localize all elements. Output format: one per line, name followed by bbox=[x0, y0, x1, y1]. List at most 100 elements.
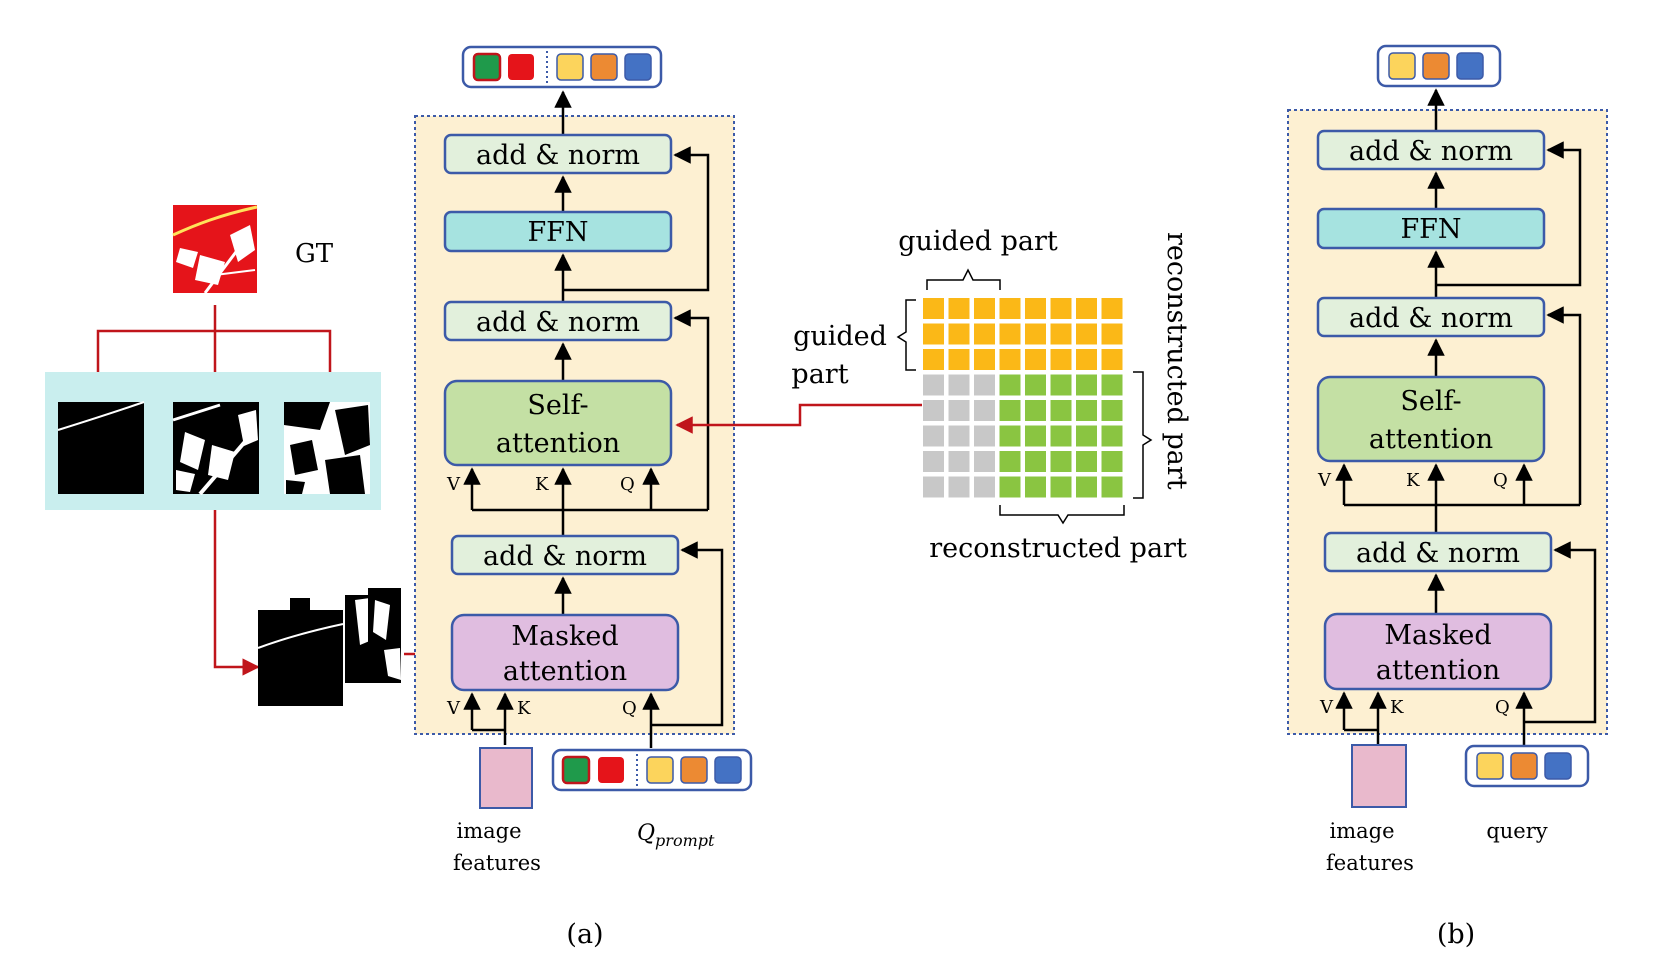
mask-cell bbox=[1101, 425, 1123, 447]
mask-bottom-label: reconstructed part bbox=[929, 533, 1187, 564]
add-norm-mid-b bbox=[1316, 296, 1546, 338]
ma-b-port-v: V bbox=[1319, 697, 1334, 718]
image-features-a bbox=[479, 747, 533, 809]
mask-cell bbox=[999, 400, 1021, 421]
add-norm-top-b bbox=[1316, 129, 1546, 171]
mask-cell bbox=[999, 298, 1021, 319]
add-norm-bottom-a-label: add & norm bbox=[483, 541, 647, 572]
mask-cell bbox=[923, 476, 944, 498]
ffn-a-label: FFN bbox=[527, 217, 588, 248]
masked-attention-a-label-2: attention bbox=[503, 656, 627, 687]
add-norm-top-a bbox=[443, 133, 673, 175]
mask-cell bbox=[1076, 349, 1097, 370]
mask-cell bbox=[948, 349, 970, 370]
panel-b-label: (b) bbox=[1437, 919, 1475, 950]
attention-mask: guided part guided part reconstructed pa… bbox=[675, 226, 1192, 564]
add-norm-mid-a-label: add & norm bbox=[476, 307, 640, 338]
query-token-b-yellow bbox=[1476, 752, 1504, 780]
ma-b-port-q: Q bbox=[1495, 697, 1510, 718]
mask-left-label-2: part bbox=[791, 359, 848, 390]
mask-cell bbox=[1076, 374, 1097, 396]
output-token-green bbox=[472, 52, 502, 82]
mask-cell bbox=[1101, 400, 1123, 421]
query-token-red bbox=[598, 757, 624, 783]
sa-b-port-k: K bbox=[1406, 470, 1420, 491]
mask-cell bbox=[1050, 451, 1072, 472]
mask-cell bbox=[974, 323, 995, 345]
masked-attention-a-label-1: Masked bbox=[511, 621, 618, 652]
sa-a-port-k: K bbox=[535, 474, 549, 495]
self-attention-b-label-1: Self- bbox=[1400, 386, 1461, 417]
mask-right-label: reconstructed part bbox=[1161, 232, 1192, 490]
mask-cell bbox=[1101, 476, 1123, 498]
mask-cell bbox=[999, 476, 1021, 498]
mask-cell bbox=[948, 374, 970, 396]
output-tokens-b bbox=[1376, 44, 1502, 88]
gt-branch-line bbox=[96, 329, 332, 393]
mask-cell bbox=[1101, 374, 1123, 396]
masked-attention-b bbox=[1323, 612, 1553, 691]
mask-cell bbox=[1050, 400, 1072, 421]
mask-cell bbox=[923, 400, 944, 421]
query-token-yellow bbox=[646, 756, 674, 784]
mask-cell bbox=[923, 349, 944, 370]
masked-attention-b-label-2: attention bbox=[1376, 655, 1500, 686]
mask-cell bbox=[948, 451, 970, 472]
add-norm-top-a-label: add & norm bbox=[476, 140, 640, 171]
add-norm-bottom-b-label: add & norm bbox=[1356, 538, 1520, 569]
mask-cell bbox=[1101, 323, 1123, 345]
mask-cell bbox=[974, 451, 995, 472]
mask-cell bbox=[923, 451, 944, 472]
ma-a-port-v: V bbox=[446, 698, 461, 719]
mask-cell bbox=[999, 451, 1021, 472]
mask-cell bbox=[1025, 349, 1046, 370]
add-norm-bottom-b bbox=[1323, 531, 1553, 573]
mask-cell bbox=[923, 298, 944, 319]
query-prompt-label: Qprompt bbox=[637, 821, 715, 850]
mask-cell bbox=[948, 400, 970, 421]
ffn-a bbox=[443, 210, 673, 253]
self-attention-b bbox=[1316, 375, 1546, 463]
add-norm-mid-b-label: add & norm bbox=[1349, 303, 1513, 334]
mask-cell bbox=[1025, 374, 1046, 396]
mask-cell bbox=[1076, 451, 1097, 472]
masked-attention-a bbox=[450, 613, 680, 692]
mask-cell bbox=[1025, 425, 1046, 447]
sa-b-port-v: V bbox=[1317, 470, 1332, 491]
image-features-b bbox=[1351, 744, 1407, 808]
query-token-b-orange bbox=[1510, 752, 1538, 780]
query-token-b-blue bbox=[1544, 752, 1572, 780]
mask-cell bbox=[1050, 349, 1072, 370]
mask-cell bbox=[923, 374, 944, 396]
mask-cell bbox=[999, 425, 1021, 447]
add-norm-mid-a bbox=[443, 300, 673, 342]
self-attention-a bbox=[443, 379, 673, 467]
gt-image bbox=[172, 205, 258, 294]
mask-cell bbox=[923, 323, 944, 345]
mask-cell bbox=[948, 476, 970, 498]
panel-a-label: (a) bbox=[566, 919, 603, 950]
query-token-orange bbox=[680, 756, 708, 784]
ffn-b-label: FFN bbox=[1400, 214, 1461, 245]
query-prompt-label-subscript: prompt bbox=[655, 831, 715, 850]
mask-cell bbox=[1076, 298, 1097, 319]
image-features-b-label-1: image bbox=[1329, 819, 1394, 843]
mask-cell bbox=[1050, 425, 1072, 447]
mask-cell bbox=[974, 400, 995, 421]
mask-cell bbox=[948, 298, 970, 319]
mask-cell bbox=[974, 298, 995, 319]
mask-cell bbox=[974, 374, 995, 396]
self-attention-b-label-2: attention bbox=[1369, 424, 1493, 455]
mask-left-label-1: guided bbox=[793, 321, 887, 352]
binary-mask-3 bbox=[284, 402, 370, 494]
output-token-b-orange bbox=[1422, 52, 1450, 80]
ffn-b bbox=[1316, 207, 1546, 250]
mask-cell bbox=[1025, 451, 1046, 472]
query-prompt-tokens-a bbox=[551, 748, 753, 792]
output-tokens-a bbox=[461, 45, 663, 89]
masked-attention-b-label-1: Masked bbox=[1384, 620, 1491, 651]
mask-cell bbox=[999, 323, 1021, 345]
decoder-layer-b: add & norm FFN add & norm Self- attentio… bbox=[1287, 44, 1608, 950]
gt-section: GT bbox=[45, 205, 448, 706]
